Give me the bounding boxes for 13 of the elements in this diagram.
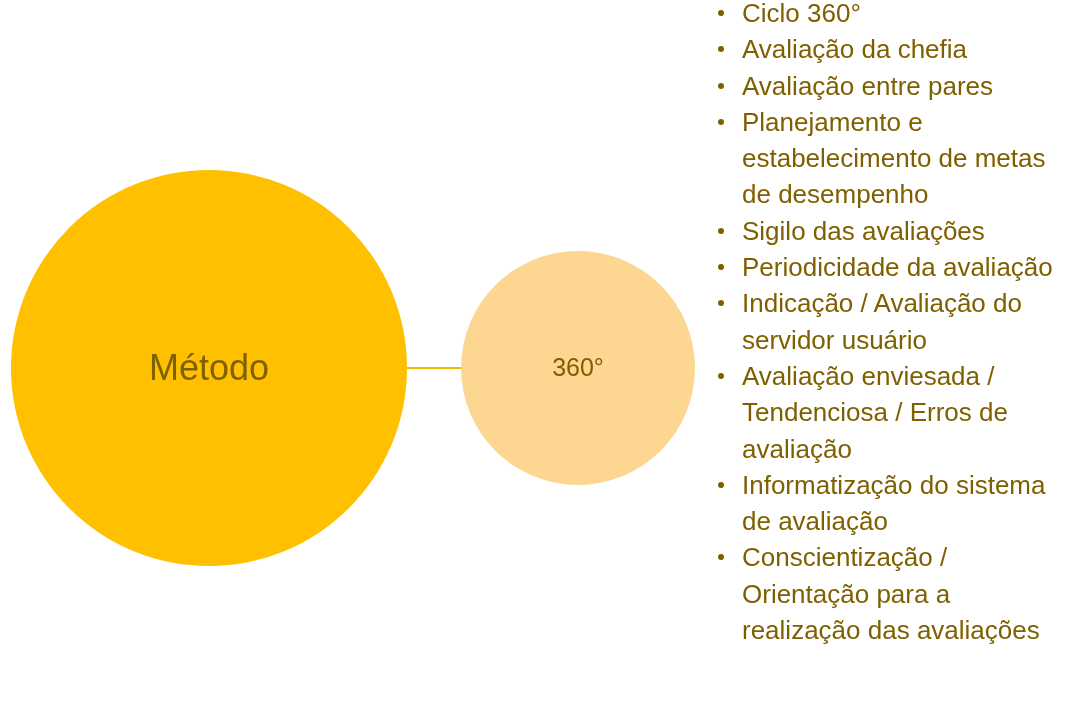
list-item-text: Ciclo 360° xyxy=(742,0,861,30)
node-label: Método xyxy=(148,346,270,390)
node-label: 360° xyxy=(552,352,604,384)
list-item-text: Planejamento e estabelecimento de metas de desempenho xyxy=(742,105,1047,212)
list-item-text: Avaliação enviesada / Tendenciosa / Erros de avaliação xyxy=(742,359,1009,466)
list-item-text: Sigilo das avaliações xyxy=(742,214,985,248)
list-item-text: Avaliação entre pares xyxy=(742,69,993,103)
list-item-text: Informatização do sistema de avaliação xyxy=(742,468,1047,539)
list-item-text: Periodicidade da avaliação xyxy=(742,251,1053,285)
list-item-text: Indicação / Avaliação do servidor usuário xyxy=(742,287,1023,357)
connector-line xyxy=(406,367,462,369)
list-item-text: Avaliação da chefia xyxy=(742,33,967,67)
list-item-text: Conscientização / Orientação para a realização das avaliações xyxy=(742,541,1041,648)
